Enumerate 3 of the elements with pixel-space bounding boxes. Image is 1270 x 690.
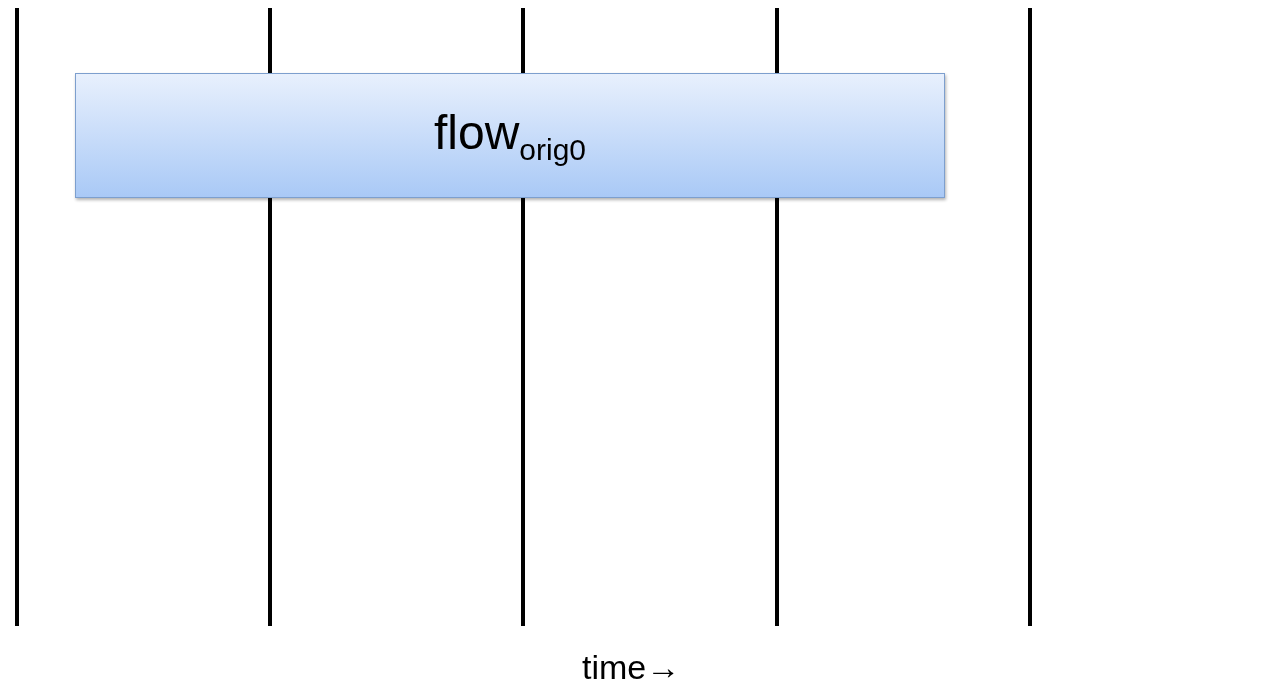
flow-bar	[75, 73, 945, 198]
bar-label: flow$_{orig0}$	[433, 104, 587, 167]
axis-label: time→	[582, 648, 681, 687]
